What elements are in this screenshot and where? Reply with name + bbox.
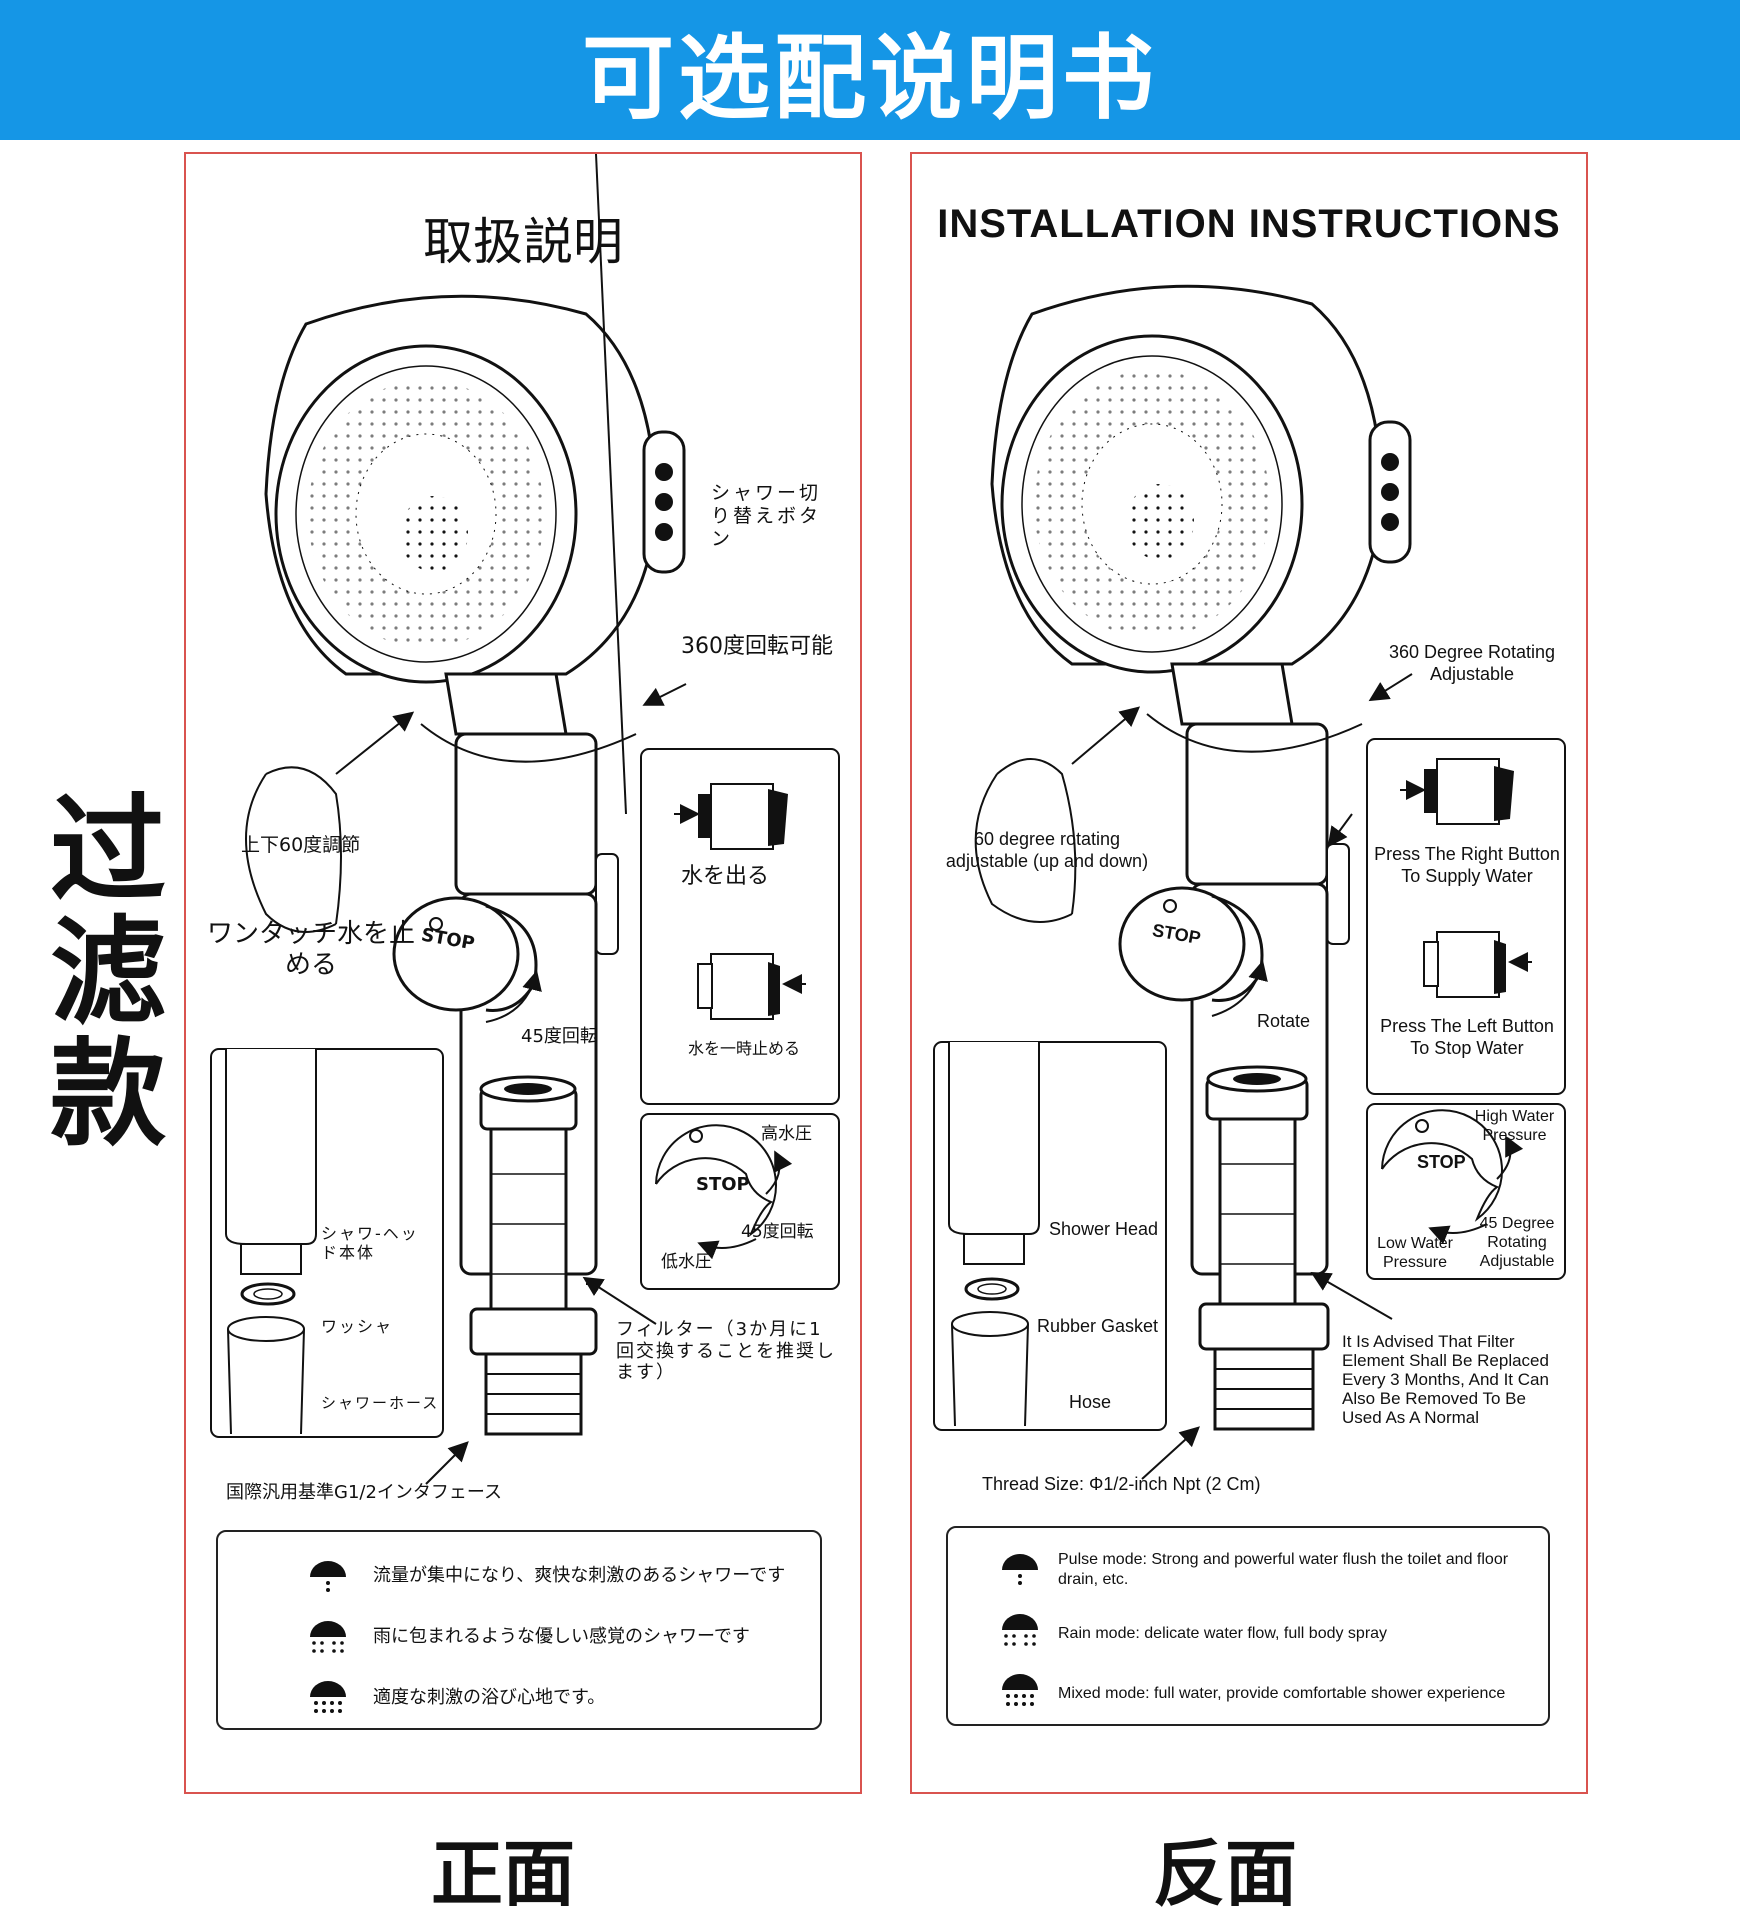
shower-head-center <box>1126 484 1194 560</box>
onetouch-label: ワンタッチ水を止める <box>206 919 415 981</box>
hose-label: シャワーホース <box>321 1394 440 1412</box>
rotate45-label: 45度回転 <box>521 1026 598 1047</box>
updown60-label: 上下60度調節 <box>241 834 361 856</box>
rotate45b-label: 45度回転 <box>741 1222 814 1242</box>
pulse-mode-icon <box>310 1561 346 1592</box>
side-label-char: 滤 <box>50 904 166 1040</box>
water-stop-label: 水を一時止める <box>688 1039 801 1058</box>
back-label: 反面 <box>1152 1832 1297 1916</box>
panel-front: 取扱説明 <box>184 152 862 1794</box>
pulse-mode-icon <box>1002 1554 1038 1585</box>
thread-size-label: Thread Size: Φ1/2-inch Npt (2 Cm) <box>982 1474 1261 1494</box>
handle-upper <box>454 732 598 896</box>
button-guide-box <box>640 748 840 1105</box>
mixed-mode-icon <box>310 1681 346 1713</box>
press-left-label: Press The Left Button To Stop Water <box>1380 1016 1554 1058</box>
switch-button-label: シャワー切り替えボタン <box>711 482 822 550</box>
hose-part <box>951 1323 1029 1427</box>
filter-body <box>489 1127 568 1311</box>
rain-mode-icon <box>1002 1614 1038 1646</box>
shower-diagram <box>933 284 1566 1480</box>
shower-head-center <box>400 496 468 572</box>
spray-modes-box: Pulse mode: Strong and powerful water fl… <box>946 1526 1550 1726</box>
handle-upper <box>1185 722 1329 886</box>
high-pressure-label: High Water Pressure <box>1474 1108 1555 1145</box>
filter-label: フィルター（3か月に1回交換することを推奨します） <box>616 1319 836 1384</box>
panel-back: INSTALLATION INSTRUCTIONS <box>910 152 1588 1794</box>
mode-text: 流量が集中になり、爽快な刺激のあるシャワーです <box>373 1565 786 1586</box>
side-label: 过 滤 款 <box>48 790 168 1155</box>
mode-text: 雨に包まれるような優しい感覚のシャワーです <box>373 1626 750 1647</box>
stop-knob <box>392 896 520 1012</box>
pressure-stop-text: STOP <box>1417 1152 1466 1172</box>
panel-title: INSTALLATION INSTRUCTIONS <box>937 202 1561 246</box>
washer-label: ワッシャ <box>321 1317 394 1336</box>
spray-modes-box: 流量が集中になり、爽快な刺激のあるシャワーです 雨に包まれるような優しい感覚のシ… <box>216 1530 822 1730</box>
rotate360-label: 360 Degree Rotating Adjustable <box>1388 642 1556 684</box>
rain-mode-icon <box>310 1621 346 1653</box>
mode-text: Rain mode: delicate water flow, full bod… <box>1058 1625 1388 1642</box>
hose-label: Hose <box>1069 1392 1112 1412</box>
filter-body <box>1218 1117 1297 1306</box>
low-pressure-label: 低水圧 <box>661 1252 712 1272</box>
hose-part <box>227 1328 305 1435</box>
banner-title: 可选配说明书 <box>581 24 1158 132</box>
mode-text: 適度な刺激の浴び心地です。 <box>373 1687 606 1708</box>
mixed-mode-icon <box>1002 1674 1038 1706</box>
front-label: 正面 <box>430 1832 575 1916</box>
press-right-label: Press The Right Button To Supply Water <box>1374 844 1560 886</box>
mode-text: Mixed mode: full water, provide comforta… <box>1058 1685 1506 1702</box>
low-pressure-label: Low Water Pressure <box>1377 1235 1453 1272</box>
updown60-label: 60 degree rotating adjustable (up and do… <box>945 829 1149 871</box>
high-pressure-label: 高水圧 <box>761 1124 812 1144</box>
pressure-stop-text: STOP <box>696 1174 750 1195</box>
shower-head-label: Shower Head <box>1049 1219 1159 1239</box>
header-banner: 可选配说明书 <box>0 0 1740 140</box>
rotate360-label: 360度回転可能 <box>681 634 833 659</box>
button-guide-box <box>1366 738 1566 1095</box>
filter-label: It Is Advised That Filter Element Shall … <box>1342 1332 1549 1428</box>
water-out-label: 水を出る <box>681 864 770 889</box>
side-label-char: 款 <box>50 1026 166 1162</box>
side-label-char: 过 <box>50 783 166 918</box>
rotate-label: Rotate <box>1257 1011 1311 1031</box>
interface-label: 国際汎用基準G1/2インタフェース <box>226 1482 503 1503</box>
rubber-gasket-label: Rubber Gasket <box>1037 1316 1159 1336</box>
rotate45-label: 45 Degree Rotating Adjustable <box>1479 1215 1555 1271</box>
shower-diagram <box>210 154 840 1485</box>
showerhead-body-label: シャワ-ヘッド本体 <box>321 1224 419 1263</box>
stop-knob <box>1118 886 1246 1002</box>
panel-title: 取扱説明 <box>423 213 623 271</box>
mode-text: Pulse mode: Strong and powerful water fl… <box>1058 1551 1509 1588</box>
